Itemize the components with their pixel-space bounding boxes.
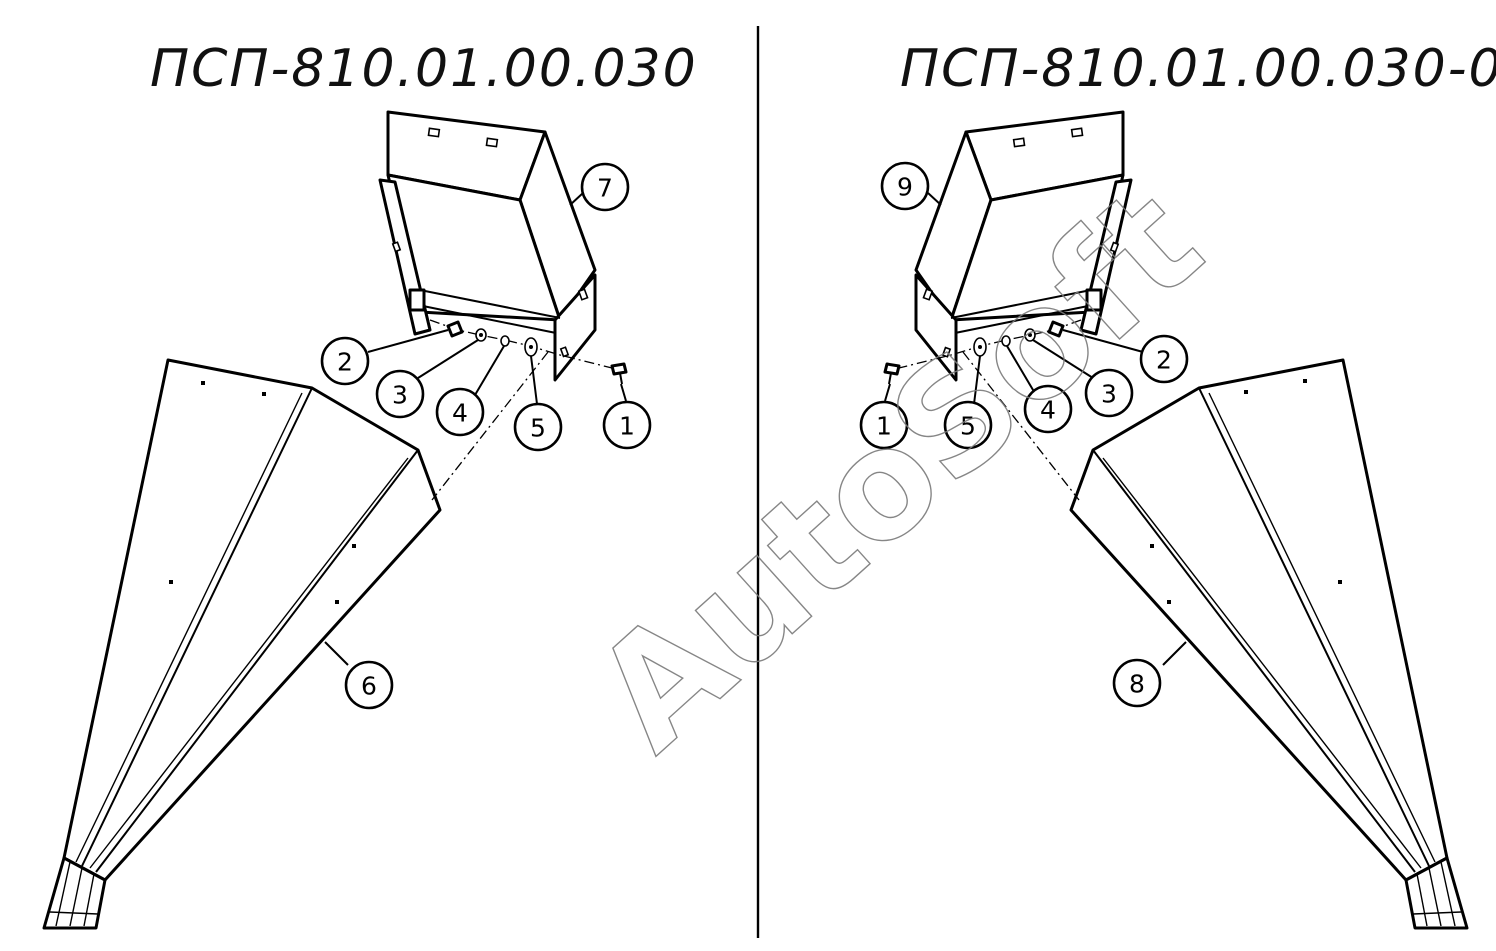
right-leaders — [884, 192, 1187, 666]
right-trough-part-8 — [1069, 358, 1469, 930]
right-callout-2: 2 — [1139, 334, 1189, 384]
left-callout-3-label: 3 — [392, 381, 408, 410]
left-callout-1-label: 1 — [619, 412, 635, 441]
left-callout-7-label: 7 — [597, 174, 613, 203]
right-callout-2-label: 2 — [1156, 346, 1172, 375]
left-fasteners — [429, 319, 628, 501]
left-callout-4: 4 — [435, 387, 485, 437]
right-callout-5: 5 — [943, 400, 993, 450]
right-callout-1-label: 1 — [876, 412, 892, 441]
right-assembly: 1 2 3 4 5 8 9 — [859, 110, 1469, 930]
left-callout-6: 6 — [344, 660, 394, 710]
left-trough-part-6 — [42, 358, 442, 930]
left-callout-7: 7 — [580, 162, 630, 212]
left-title: ПСП-810.01.00.030 — [150, 39, 698, 99]
left-callout-6-label: 6 — [361, 672, 377, 701]
right-box-part-9 — [914, 110, 1133, 382]
right-fasteners — [883, 319, 1082, 501]
left-box-part-7 — [378, 110, 597, 382]
right-callout-3-label: 3 — [1101, 380, 1117, 409]
left-callout-4-label: 4 — [452, 399, 468, 428]
right-callout-5-label: 5 — [960, 412, 976, 441]
right-title: ПСП-810.01.00.030-01 — [900, 39, 1496, 99]
right-callout-3: 3 — [1084, 368, 1134, 418]
right-callout-1: 1 — [859, 400, 909, 450]
right-callout-4-label: 4 — [1040, 396, 1056, 425]
right-callout-4: 4 — [1023, 384, 1073, 434]
left-callout-5: 5 — [513, 402, 563, 452]
left-leaders — [324, 192, 627, 666]
right-callout-9-label: 9 — [897, 173, 913, 202]
left-callout-2: 2 — [320, 336, 370, 386]
left-callout-1: 1 — [602, 400, 652, 450]
left-assembly: 1 2 3 4 5 6 7 — [42, 110, 652, 930]
right-callout-8-label: 8 — [1129, 670, 1145, 699]
left-callout-3: 3 — [375, 369, 425, 419]
right-callout-8: 8 — [1112, 658, 1162, 708]
left-callout-5-label: 5 — [530, 414, 546, 443]
right-callout-9: 9 — [880, 161, 930, 211]
left-callout-2-label: 2 — [337, 348, 353, 377]
